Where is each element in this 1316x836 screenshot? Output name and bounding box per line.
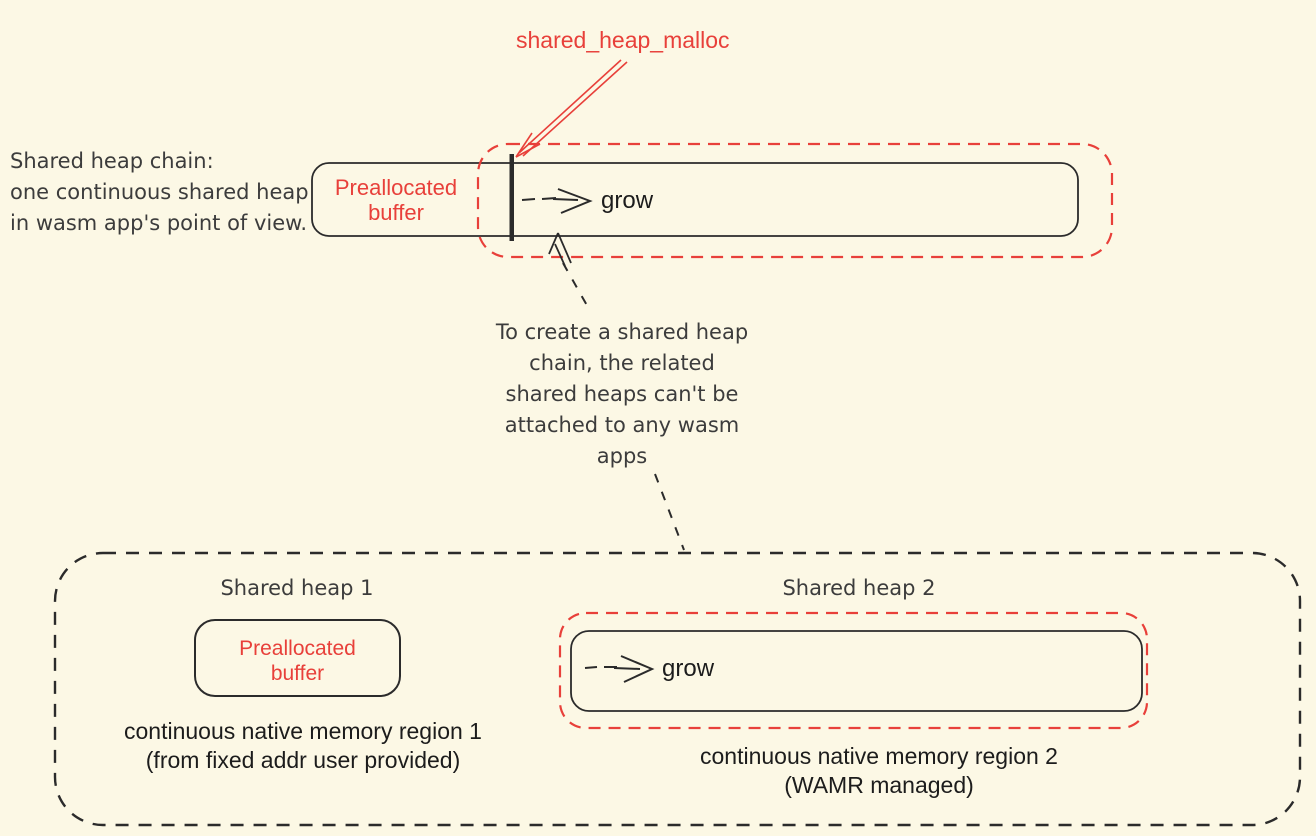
- grow-label: grow: [601, 187, 654, 214]
- connector-line-1: [562, 262, 590, 310]
- grow-arrow-top: [521, 188, 593, 214]
- malloc-arrow: [515, 59, 628, 158]
- heap1-title: Shared heap 1: [220, 576, 374, 600]
- divider-bar: [509, 154, 514, 241]
- heap2-box: [570, 630, 1143, 712]
- connector-line-2: [654, 473, 685, 551]
- main-heap-box: [311, 162, 1079, 237]
- chain-note: Shared heap chain: one continuous shared…: [10, 149, 309, 235]
- cursor-icon: [548, 232, 572, 267]
- attach-note: To create a shared heap chain, the relat…: [495, 320, 749, 468]
- grow-arrow-bottom: [584, 655, 655, 683]
- heap1-box-label: Preallocated buffer: [239, 637, 356, 685]
- preallocated-buffer-label: Preallocated buffer: [334, 175, 458, 225]
- heap-group-container: [53, 551, 1302, 827]
- heap2-grow-label: grow: [662, 655, 715, 682]
- heap2-title: Shared heap 2: [782, 576, 936, 600]
- heap1-box: [194, 619, 401, 697]
- heap2-caption: continuous native memory region 2 (WAMR …: [700, 743, 1058, 798]
- heap1-caption: continuous native memory region 1 (from …: [124, 718, 482, 773]
- malloc-label: shared_heap_malloc: [516, 27, 730, 53]
- red-dashed-region: [476, 142, 1114, 259]
- heap2-red-region: [558, 611, 1149, 730]
